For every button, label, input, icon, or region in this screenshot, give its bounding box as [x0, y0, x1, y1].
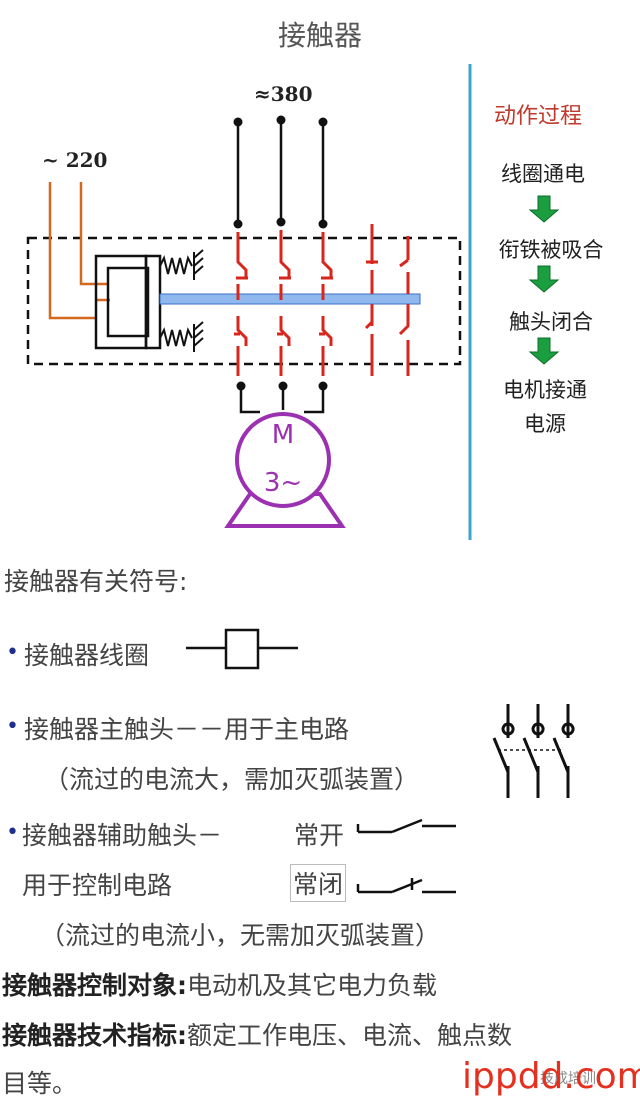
control-object-label: 接触器控制对象:	[2, 971, 187, 1000]
contactor-diagram	[26, 64, 560, 540]
watermark-brand: ippdd.com	[462, 1056, 640, 1097]
supply-lines	[236, 120, 325, 224]
springs	[159, 249, 204, 352]
tech-spec-value-line2: 目等。	[2, 1069, 78, 1098]
watermark-small: 技成培训	[540, 1071, 596, 1087]
normally-closed-symbol-icon	[356, 878, 456, 894]
bullet-dot: •	[6, 640, 19, 665]
normally-open-label: 常开	[294, 821, 345, 850]
process-step-1: 线圈通电	[501, 162, 585, 186]
aux-contact-label-line2: 用于控制电路	[22, 871, 173, 900]
bullet-dot: •	[6, 820, 19, 845]
aux-contacts	[364, 224, 410, 376]
control-object-value: 电动机及其它电力负载	[187, 971, 438, 1000]
voltage-coil-label: ~ 220	[42, 148, 108, 172]
page-title: 接触器	[277, 19, 362, 52]
tech-spec-row: 接触器技术指标:额定工作电压、电流、触点数	[2, 1016, 512, 1052]
process-step-4: 电机接通	[503, 378, 587, 402]
process-arrows	[528, 195, 560, 365]
tech-spec-label: 接触器技术指标:	[2, 1021, 187, 1050]
coil-symbol-icon	[186, 628, 298, 670]
process-title: 动作过程	[494, 104, 583, 129]
process-step-3: 触头闭合	[509, 310, 593, 334]
normally-closed-label: 常闭	[290, 864, 347, 902]
tech-spec-value: 额定工作电压、电流、触点数	[187, 1021, 513, 1050]
coil-wires	[48, 182, 110, 320]
motor	[224, 412, 346, 528]
coil-body	[94, 254, 162, 350]
armature-bar	[159, 293, 421, 305]
process-step-5: 电源	[524, 412, 566, 436]
control-object-row: 接触器控制对象:电动机及其它电力负载	[2, 966, 437, 1002]
motor-phase: 3~	[263, 468, 303, 498]
main-contact-symbol-icon	[492, 704, 575, 798]
dashed-enclosure	[26, 236, 462, 366]
aux-contact-label: 接触器辅助触头－	[22, 821, 223, 850]
aux-contact-note: （流过的电流小，无需加灭弧装置）	[40, 921, 441, 950]
process-step-2: 衔铁被吸合	[498, 238, 604, 262]
main-contact-label: 接触器主触头－－用于主电路	[24, 715, 350, 744]
voltage-main-label: ≈380	[254, 82, 313, 106]
coil-label: 接触器线圈	[24, 641, 150, 670]
main-contact-note: （流过的电流大，需加灭弧装置）	[44, 765, 420, 794]
symbols-heading: 接触器有关符号:	[4, 567, 188, 596]
main-contacts	[234, 230, 333, 376]
bullet-dot: •	[6, 714, 19, 739]
normally-open-symbol-icon	[356, 818, 456, 834]
motor-letter: M	[271, 420, 295, 450]
motor-leads	[239, 386, 325, 414]
